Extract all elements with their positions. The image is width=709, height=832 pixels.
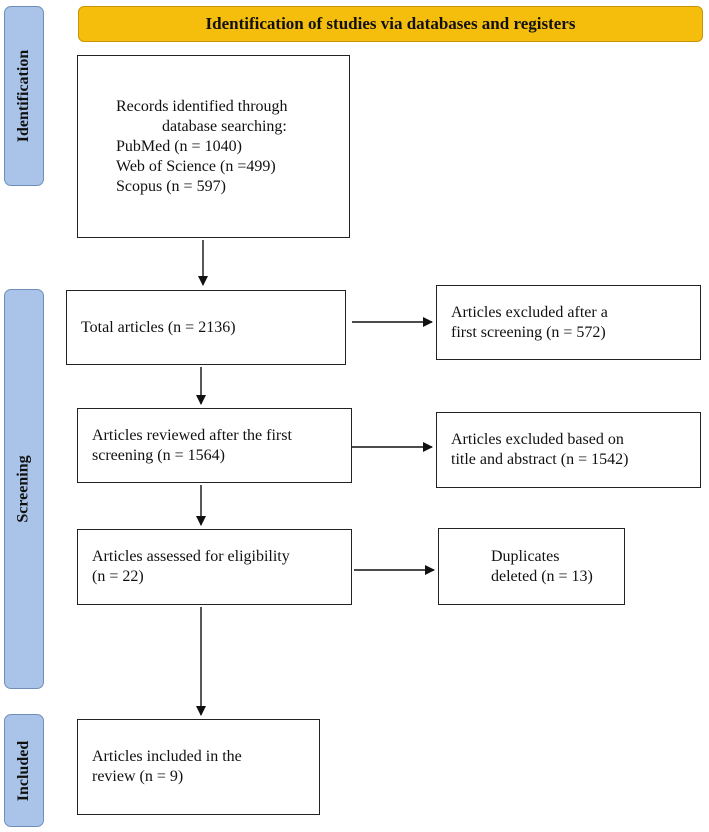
total-articles-box: Total articles (n = 2136) bbox=[66, 290, 346, 365]
duplicates-line-2: deleted (n = 13) bbox=[491, 567, 593, 585]
records-line-3: PubMed (n = 1040) bbox=[116, 137, 242, 155]
reviewed-line-2: screening (n = 1564) bbox=[92, 446, 225, 464]
records-identified-box: Records identified through database sear… bbox=[77, 55, 350, 238]
records-line-5: Scopus (n = 597) bbox=[116, 177, 226, 195]
excluded-first-line-1: Articles excluded after a bbox=[451, 303, 608, 321]
phase-screening: Screening bbox=[4, 289, 44, 689]
assessed-line-2: (n = 22) bbox=[92, 568, 144, 585]
records-line-1: Records identified through bbox=[116, 97, 288, 115]
excluded-title-line-1: Articles excluded based on bbox=[451, 431, 624, 448]
excluded-first-line-2: first screening (n = 572) bbox=[451, 323, 606, 341]
excluded-first-screening-box: Articles excluded after a first screenin… bbox=[436, 285, 701, 360]
articles-reviewed-box: Articles reviewed after the first screen… bbox=[77, 408, 352, 483]
header-banner: Identification of studies via databases … bbox=[78, 6, 703, 42]
total-line-1: Total articles (n = 2136) bbox=[81, 318, 236, 336]
records-line-4: Web of Science (n =499) bbox=[116, 157, 276, 175]
articles-assessed-box: Articles assessed for eligibility (n = 2… bbox=[77, 529, 352, 605]
excluded-title-abstract-box: Articles excluded based on title and abs… bbox=[436, 412, 701, 488]
phase-included: Included bbox=[4, 714, 44, 827]
header-title: Identification of studies via databases … bbox=[205, 14, 576, 33]
excluded-title-line-2: title and abstract (n = 1542) bbox=[451, 451, 629, 468]
duplicates-deleted-box: Duplicates deleted (n = 13) bbox=[438, 528, 625, 605]
duplicates-line-1: Duplicates bbox=[491, 547, 560, 565]
assessed-line-1: Articles assessed for eligibility bbox=[92, 548, 290, 565]
included-line-1: Articles included in the bbox=[92, 748, 242, 765]
articles-included-box: Articles included in the review (n = 9) bbox=[77, 719, 320, 815]
phase-identification: Identification bbox=[4, 6, 44, 186]
reviewed-line-1: Articles reviewed after the first bbox=[92, 426, 292, 444]
records-line-2: database searching: bbox=[162, 117, 287, 135]
included-line-2: review (n = 9) bbox=[92, 768, 184, 785]
